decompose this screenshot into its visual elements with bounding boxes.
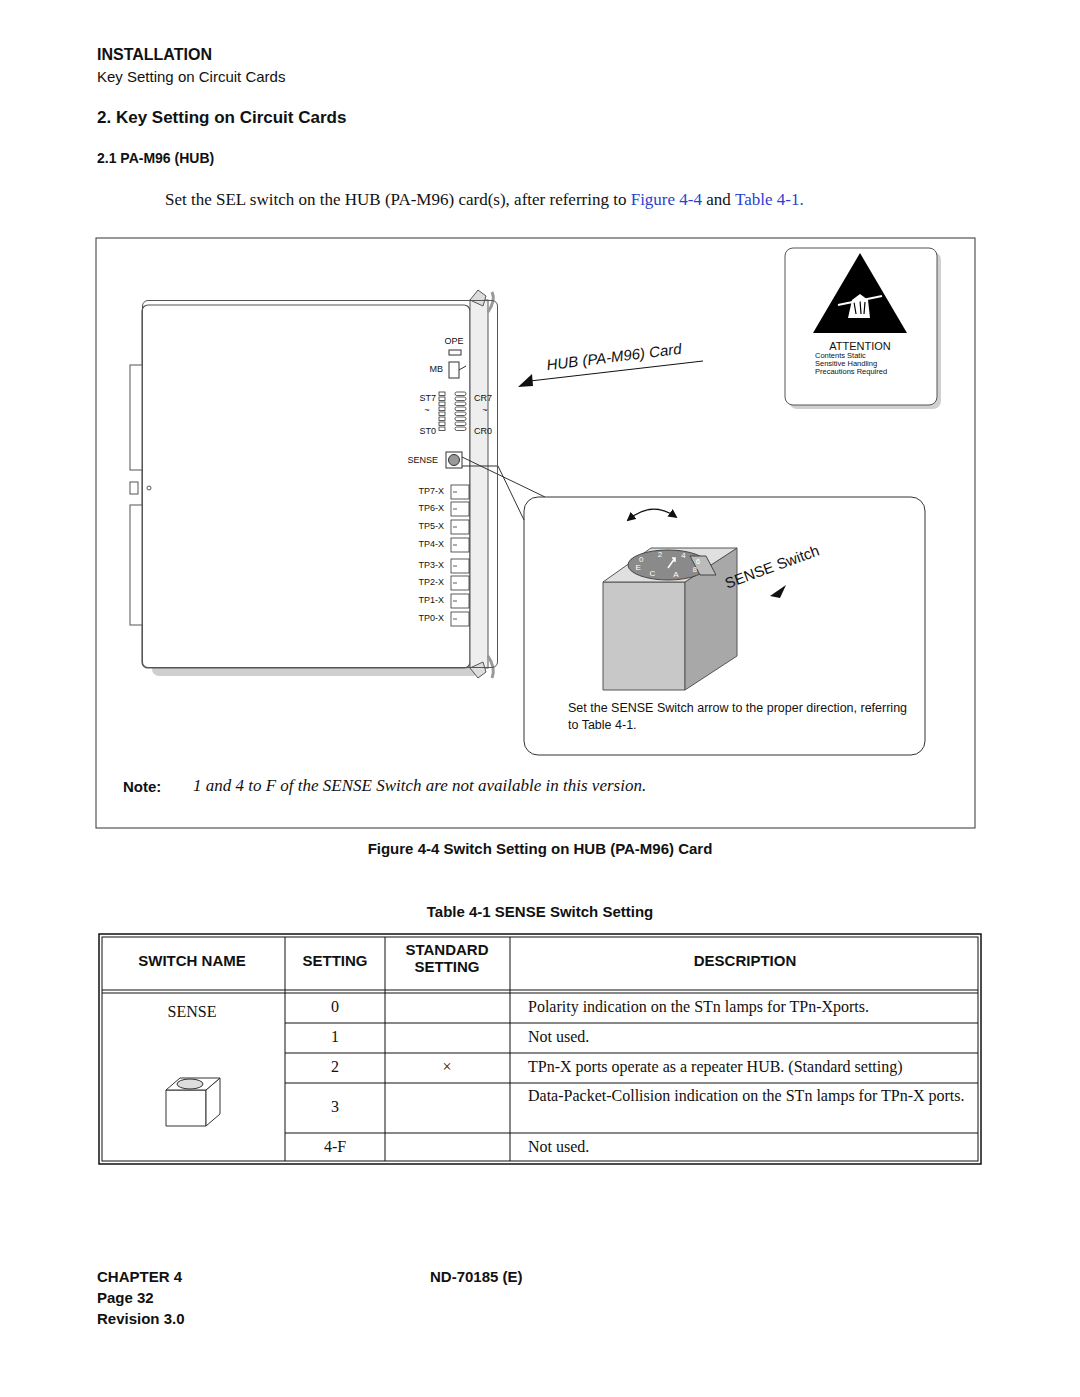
table-header: SETTING xyxy=(302,952,367,969)
switch-icon xyxy=(166,1078,220,1126)
node-text: TP4-X xyxy=(418,539,444,549)
node-text: CR0 xyxy=(474,426,492,436)
table-cell: 1 xyxy=(331,1028,339,1046)
leader-line xyxy=(498,466,524,520)
card-outline: OPE MB ST7 ~ ST0 CR7 ~ CR0SENSE TP7-X TP6-X TP5-X T… xyxy=(142,300,498,668)
paragraph-text: and xyxy=(706,190,731,210)
dial-digit: C xyxy=(650,569,656,578)
footer-text: Revision 3.0 xyxy=(97,1310,185,1327)
note-text: 1 and 4 to F of the SENSE Switch are not… xyxy=(193,776,646,796)
footer-text: ND-70185 (E) xyxy=(430,1268,523,1285)
table-cell: 3 xyxy=(331,1098,339,1116)
dial-digit: E xyxy=(635,563,640,572)
footer-text: Page 32 xyxy=(97,1289,154,1306)
dial-digit: 8 xyxy=(693,565,697,574)
table-header: STANDARD SETTING xyxy=(392,941,502,976)
figure-caption: Figure 4-4 Switch Setting on HUB (PA-M96… xyxy=(368,840,713,857)
table-cell: Not used. xyxy=(528,1028,589,1046)
section-title: 2. Key Setting on Circuit Cards xyxy=(97,108,346,128)
node-text: ~ xyxy=(482,405,487,415)
note-label: Note: xyxy=(123,778,161,795)
node-text: TP7-X xyxy=(418,486,444,496)
table-cell: Data-Packet-Collision indication on the … xyxy=(528,1086,973,1107)
node-text: Set the SENSE Switch arrow to the proper… xyxy=(568,700,908,734)
table-grid xyxy=(99,934,981,1164)
paragraph-text: Set the SEL switch on the HUB (PA-M96) c… xyxy=(165,190,626,210)
node-text: MB xyxy=(430,364,444,374)
part-name: HUB (PA-M96) Card xyxy=(546,340,683,374)
table-header: SWITCH NAME xyxy=(138,952,246,969)
node-text: Contents Static Sensitive Handling Preca… xyxy=(815,352,897,376)
node-text: ST0 xyxy=(419,426,436,436)
table-cell: SENSE xyxy=(168,1003,217,1021)
table-cell: Not used. xyxy=(528,1138,589,1156)
paragraph: Set the SEL switch on the HUB (PA-M96) c… xyxy=(165,190,808,210)
link-text: Table 4-1. xyxy=(735,190,804,210)
header-text: INSTALLATION xyxy=(97,46,212,64)
node-text: TP6-X xyxy=(418,503,444,513)
node-text: TP0-X xyxy=(418,613,444,623)
node-text: SENSE Switch xyxy=(722,542,821,592)
table-cell: × xyxy=(442,1058,451,1076)
table-title: Table 4-1 SENSE Switch Setting xyxy=(427,903,653,920)
node-text: SENSE xyxy=(407,455,438,465)
table-cell: 0 xyxy=(331,998,339,1016)
node-text: TP2-X xyxy=(418,577,444,587)
table-header: DESCRIPTION xyxy=(694,952,797,969)
callout-box: SENSE SwitchSet the SENSE Switch arrow t… xyxy=(524,497,925,755)
node-text: CR7 xyxy=(474,393,492,403)
node-text: OPE xyxy=(444,336,463,346)
node-text: TP5-X xyxy=(418,521,444,531)
header-text: Key Setting on Circuit Cards xyxy=(97,68,285,85)
figure-frame xyxy=(96,238,975,828)
table-cell: 2 xyxy=(331,1058,339,1076)
table-cell: TPn-X ports operate as a repeater HUB. (… xyxy=(528,1058,903,1076)
attention-box: ATTENTIONContents Static Sensitive Handl… xyxy=(785,248,937,405)
card-drawing xyxy=(130,290,545,678)
node-text: TP1-X xyxy=(418,595,444,605)
node-text: ~ xyxy=(424,405,429,415)
table-cell: Polarity indication on the STn lamps for… xyxy=(528,998,869,1016)
dial-digit: 2 xyxy=(658,550,662,559)
node-text: TP3-X xyxy=(418,560,444,570)
link-text: Figure 4-4 xyxy=(631,190,702,210)
subsection-title: 2.1 PA-M96 (HUB) xyxy=(97,150,214,166)
footer-text: CHAPTER 4 xyxy=(97,1268,182,1285)
node-text: ATTENTION xyxy=(829,340,891,353)
table-cell: 4-F xyxy=(324,1138,346,1156)
dial-digit: 4 xyxy=(681,551,685,560)
node-text: ST7 xyxy=(419,393,436,403)
dial-digit: A xyxy=(673,570,678,579)
